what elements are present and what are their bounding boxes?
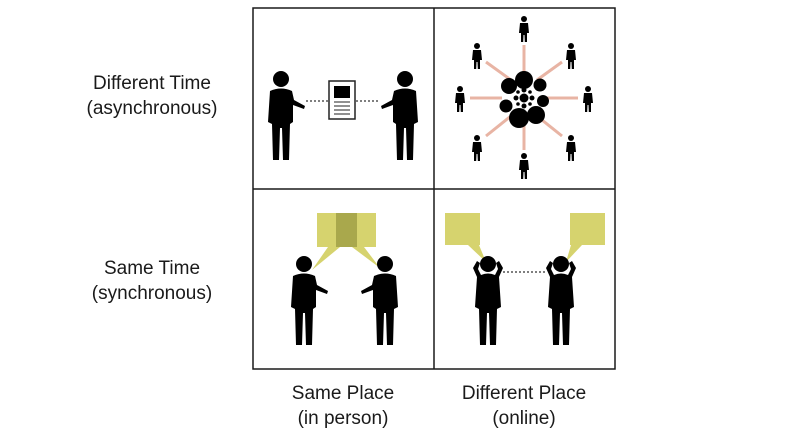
person-on-phone-icon [546,256,576,345]
person-icon [583,86,593,112]
person-icon [381,71,418,160]
col-label-line1: Same Place [291,383,395,404]
col-label-different-place: Different Place (online) [434,381,614,431]
person-icon [519,153,529,179]
row-label-same-time: Same Time (synchronous) [52,256,252,306]
row-label-line2: (synchronous) [91,283,213,304]
row-label-line1: Different Time [93,73,211,94]
quadrant-async-in-person [268,71,418,160]
person-icon [455,86,465,112]
document-icon [328,80,356,120]
quadrant-sync-online [445,213,605,345]
bubble-overlap [336,213,357,247]
row-label-line1: Same Time [103,258,201,279]
person-icon [268,71,305,160]
person-icon [361,256,398,345]
person-icon [566,43,576,69]
col-label-line1: Different Place [461,383,587,404]
person-icon [472,43,482,69]
person-icon [291,256,328,345]
col-label-line2: (online) [492,408,556,429]
speech-bubble-icon [445,213,486,262]
row-label-line2: (asynchronous) [86,98,218,119]
person-icon [566,135,576,161]
col-label-same-place: Same Place (in person) [253,381,433,431]
speech-bubble-icon [566,213,605,262]
row-label-different-time: Different Time (asynchronous) [52,71,252,121]
person-icon [519,16,529,42]
network-hub-icon [499,71,549,128]
col-label-line2: (in person) [297,408,389,429]
person-on-phone-icon [473,256,503,345]
quadrant-async-online [455,16,593,179]
person-icon [472,135,482,161]
quadrant-sync-in-person [291,213,398,345]
